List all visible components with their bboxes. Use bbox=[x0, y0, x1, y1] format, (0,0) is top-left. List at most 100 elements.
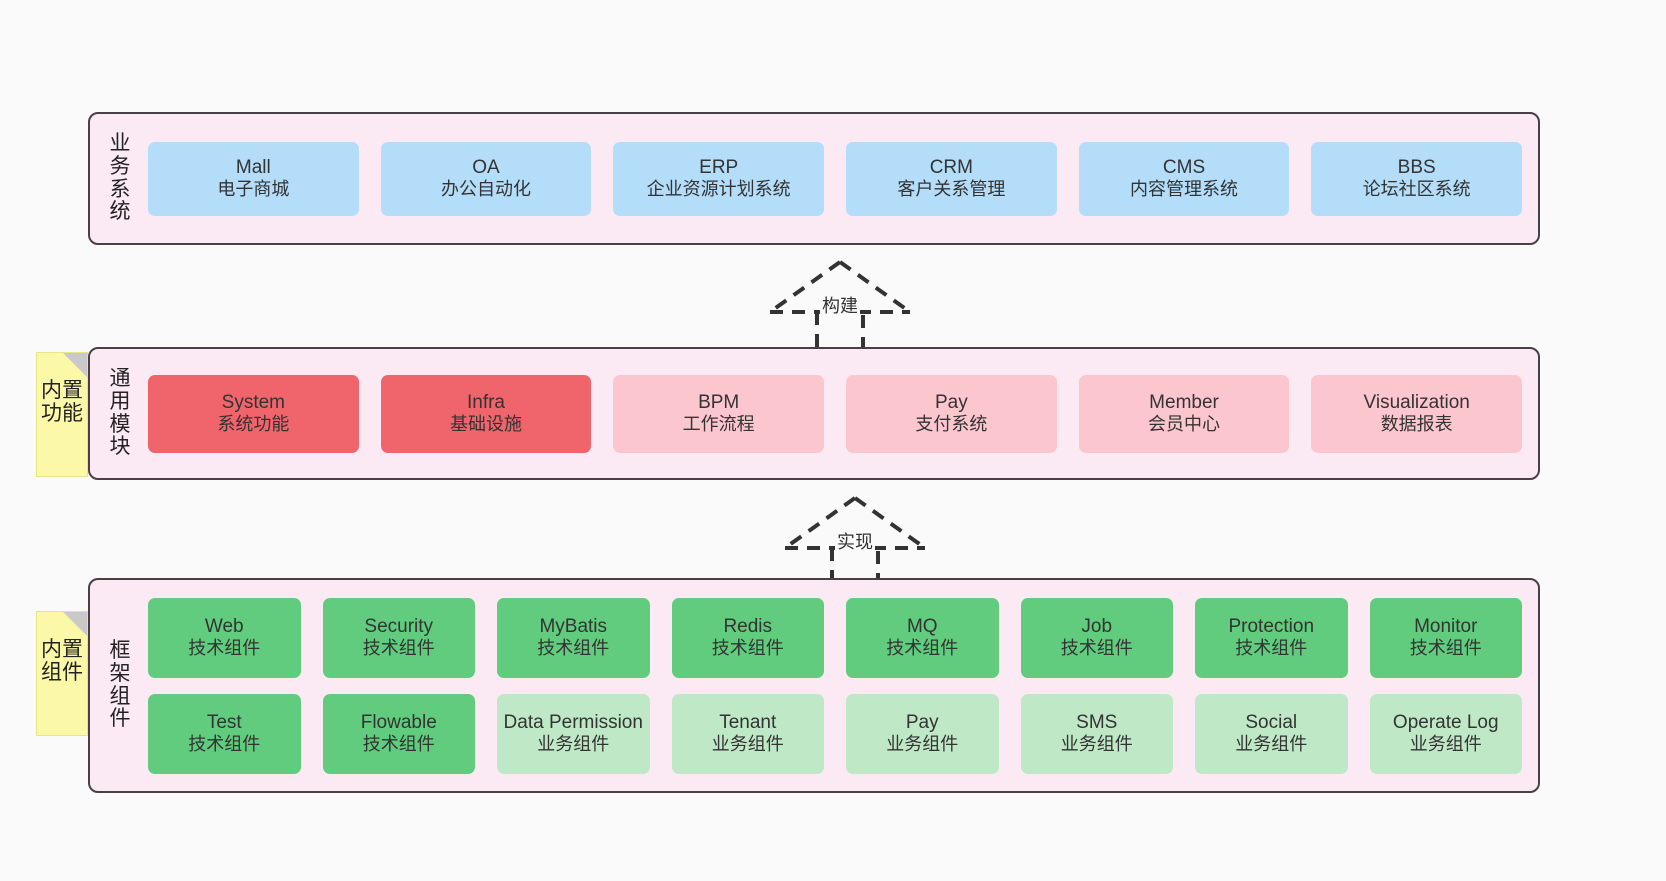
card-subtitle: 论坛社区系统 bbox=[1362, 179, 1471, 200]
layer-body-framework-component: Web 技术组件 Security 技术组件 MyBatis 技术组件 Redi… bbox=[140, 597, 1538, 774]
card-title: Operate Log bbox=[1392, 711, 1499, 733]
card-subtitle: 业务组件 bbox=[711, 734, 784, 755]
card-redis[interactable]: Redis 技术组件 bbox=[671, 597, 824, 678]
card-title: System bbox=[221, 391, 286, 413]
connector-implement: 实现 bbox=[775, 492, 935, 592]
layer-business-system: 业务系统 Mall 电子商城 OA 办公自动化 ERP 企业资源计划系统 CRM… bbox=[88, 112, 1540, 245]
card-subtitle: 技术组件 bbox=[1060, 638, 1133, 659]
card-member[interactable]: Member 会员中心 bbox=[1078, 374, 1290, 453]
layer-title-framework-component: 框架组件 bbox=[109, 639, 131, 731]
card-pay-component[interactable]: Pay 业务组件 bbox=[846, 693, 999, 774]
card-row: System 系统功能 Infra 基础设施 BPM 工作流程 Pay 支付系统… bbox=[148, 374, 1523, 453]
card-subtitle: 客户关系管理 bbox=[897, 179, 1006, 200]
layer-body-business-system: Mall 电子商城 OA 办公自动化 ERP 企业资源计划系统 CRM 客户关系… bbox=[140, 141, 1538, 216]
card-subtitle: 技术组件 bbox=[1235, 638, 1308, 659]
card-subtitle: 业务组件 bbox=[1060, 734, 1133, 755]
card-subtitle: 系统功能 bbox=[217, 414, 290, 435]
card-subtitle: 业务组件 bbox=[1235, 734, 1308, 755]
card-title: Tenant bbox=[719, 711, 777, 733]
card-web[interactable]: Web 技术组件 bbox=[148, 597, 301, 678]
card-subtitle: 会员中心 bbox=[1148, 414, 1221, 435]
card-title: Job bbox=[1081, 615, 1113, 637]
card-system[interactable]: System 系统功能 bbox=[148, 374, 359, 453]
note-label: 内置组件 bbox=[41, 638, 83, 685]
card-tenant[interactable]: Tenant 业务组件 bbox=[671, 693, 824, 774]
card-subtitle: 技术组件 bbox=[188, 638, 261, 659]
card-title: Monitor bbox=[1414, 615, 1478, 637]
card-mybatis[interactable]: MyBatis 技术组件 bbox=[497, 597, 650, 678]
card-visualization[interactable]: Visualization 数据报表 bbox=[1311, 374, 1523, 453]
card-infra[interactable]: Infra 基础设施 bbox=[380, 374, 592, 453]
card-erp[interactable]: ERP 企业资源计划系统 bbox=[613, 141, 825, 216]
card-subtitle: 技术组件 bbox=[188, 734, 261, 755]
card-subtitle: 技术组件 bbox=[537, 638, 610, 659]
card-bbs[interactable]: BBS 论坛社区系统 bbox=[1311, 141, 1523, 216]
card-monitor[interactable]: Monitor 技术组件 bbox=[1369, 597, 1522, 678]
card-title: BBS bbox=[1397, 156, 1436, 178]
card-title: Flowable bbox=[360, 711, 437, 733]
card-title: BPM bbox=[698, 391, 740, 413]
card-job[interactable]: Job 技术组件 bbox=[1020, 597, 1173, 678]
card-subtitle: 工作流程 bbox=[682, 414, 755, 435]
card-title: Pay bbox=[934, 391, 968, 413]
card-row: Web 技术组件 Security 技术组件 MyBatis 技术组件 Redi… bbox=[148, 597, 1522, 678]
card-bpm[interactable]: BPM 工作流程 bbox=[613, 374, 825, 453]
card-title: MyBatis bbox=[539, 615, 608, 637]
card-subtitle: 办公自动化 bbox=[441, 179, 531, 200]
card-row: Test 技术组件 Flowable 技术组件 Data Permission … bbox=[148, 693, 1522, 774]
card-title: Mall bbox=[235, 156, 271, 178]
note-fold-corner-icon bbox=[63, 353, 87, 377]
card-title: MQ bbox=[906, 615, 938, 637]
card-title: Pay bbox=[905, 711, 939, 733]
card-subtitle: 技术组件 bbox=[1409, 638, 1482, 659]
card-title: SMS bbox=[1076, 711, 1118, 733]
card-mq[interactable]: MQ 技术组件 bbox=[846, 597, 999, 678]
card-crm[interactable]: CRM 客户关系管理 bbox=[846, 141, 1057, 216]
card-sms[interactable]: SMS 业务组件 bbox=[1020, 693, 1173, 774]
card-title: ERP bbox=[699, 156, 739, 178]
note-label: 内置功能 bbox=[41, 379, 83, 426]
card-title: CRM bbox=[929, 156, 973, 178]
card-data-permission[interactable]: Data Permission 业务组件 bbox=[497, 693, 650, 774]
card-pay-module[interactable]: Pay 支付系统 bbox=[846, 374, 1057, 453]
card-title: Test bbox=[206, 711, 242, 733]
card-oa[interactable]: OA 办公自动化 bbox=[380, 141, 592, 216]
card-subtitle: 技术组件 bbox=[362, 734, 435, 755]
card-title: Web bbox=[204, 615, 244, 637]
card-subtitle: 内容管理系统 bbox=[1130, 179, 1239, 200]
card-subtitle: 支付系统 bbox=[915, 414, 988, 435]
card-title: OA bbox=[472, 156, 500, 178]
layer-title-business-system: 业务系统 bbox=[109, 132, 131, 224]
connector-implement-label: 实现 bbox=[835, 528, 875, 554]
card-protection[interactable]: Protection 技术组件 bbox=[1195, 597, 1348, 678]
card-subtitle: 企业资源计划系统 bbox=[646, 179, 791, 200]
card-subtitle: 技术组件 bbox=[362, 638, 435, 659]
card-subtitle: 业务组件 bbox=[886, 734, 959, 755]
note-builtin-components: 内置组件 bbox=[36, 611, 88, 736]
card-subtitle: 业务组件 bbox=[1409, 734, 1482, 755]
card-title: Protection bbox=[1228, 615, 1315, 637]
card-operate-log[interactable]: Operate Log 业务组件 bbox=[1369, 693, 1522, 774]
note-builtin-functions: 内置功能 bbox=[36, 352, 88, 477]
card-subtitle: 电子商城 bbox=[217, 179, 290, 200]
card-subtitle: 数据报表 bbox=[1380, 414, 1453, 435]
card-cms[interactable]: CMS 内容管理系统 bbox=[1078, 141, 1290, 216]
note-fold-corner-icon bbox=[63, 612, 87, 636]
connector-build-label: 构建 bbox=[820, 292, 860, 318]
card-subtitle: 技术组件 bbox=[711, 638, 784, 659]
card-title: CMS bbox=[1162, 156, 1206, 178]
card-title: Visualization bbox=[1363, 391, 1470, 413]
card-test[interactable]: Test 技术组件 bbox=[148, 693, 301, 774]
card-subtitle: 基础设施 bbox=[450, 414, 522, 435]
card-mall[interactable]: Mall 电子商城 bbox=[148, 141, 359, 216]
card-social[interactable]: Social 业务组件 bbox=[1195, 693, 1348, 774]
card-title: Security bbox=[364, 615, 434, 637]
card-title: Data Permission bbox=[503, 711, 643, 733]
layer-framework-component: 框架组件 Web 技术组件 Security 技术组件 MyBatis 技术组件… bbox=[88, 578, 1540, 793]
card-subtitle: 技术组件 bbox=[886, 638, 959, 659]
card-security[interactable]: Security 技术组件 bbox=[322, 597, 475, 678]
card-title: Infra bbox=[466, 391, 506, 413]
card-title: Social bbox=[1245, 711, 1298, 733]
card-flowable[interactable]: Flowable 技术组件 bbox=[322, 693, 475, 774]
